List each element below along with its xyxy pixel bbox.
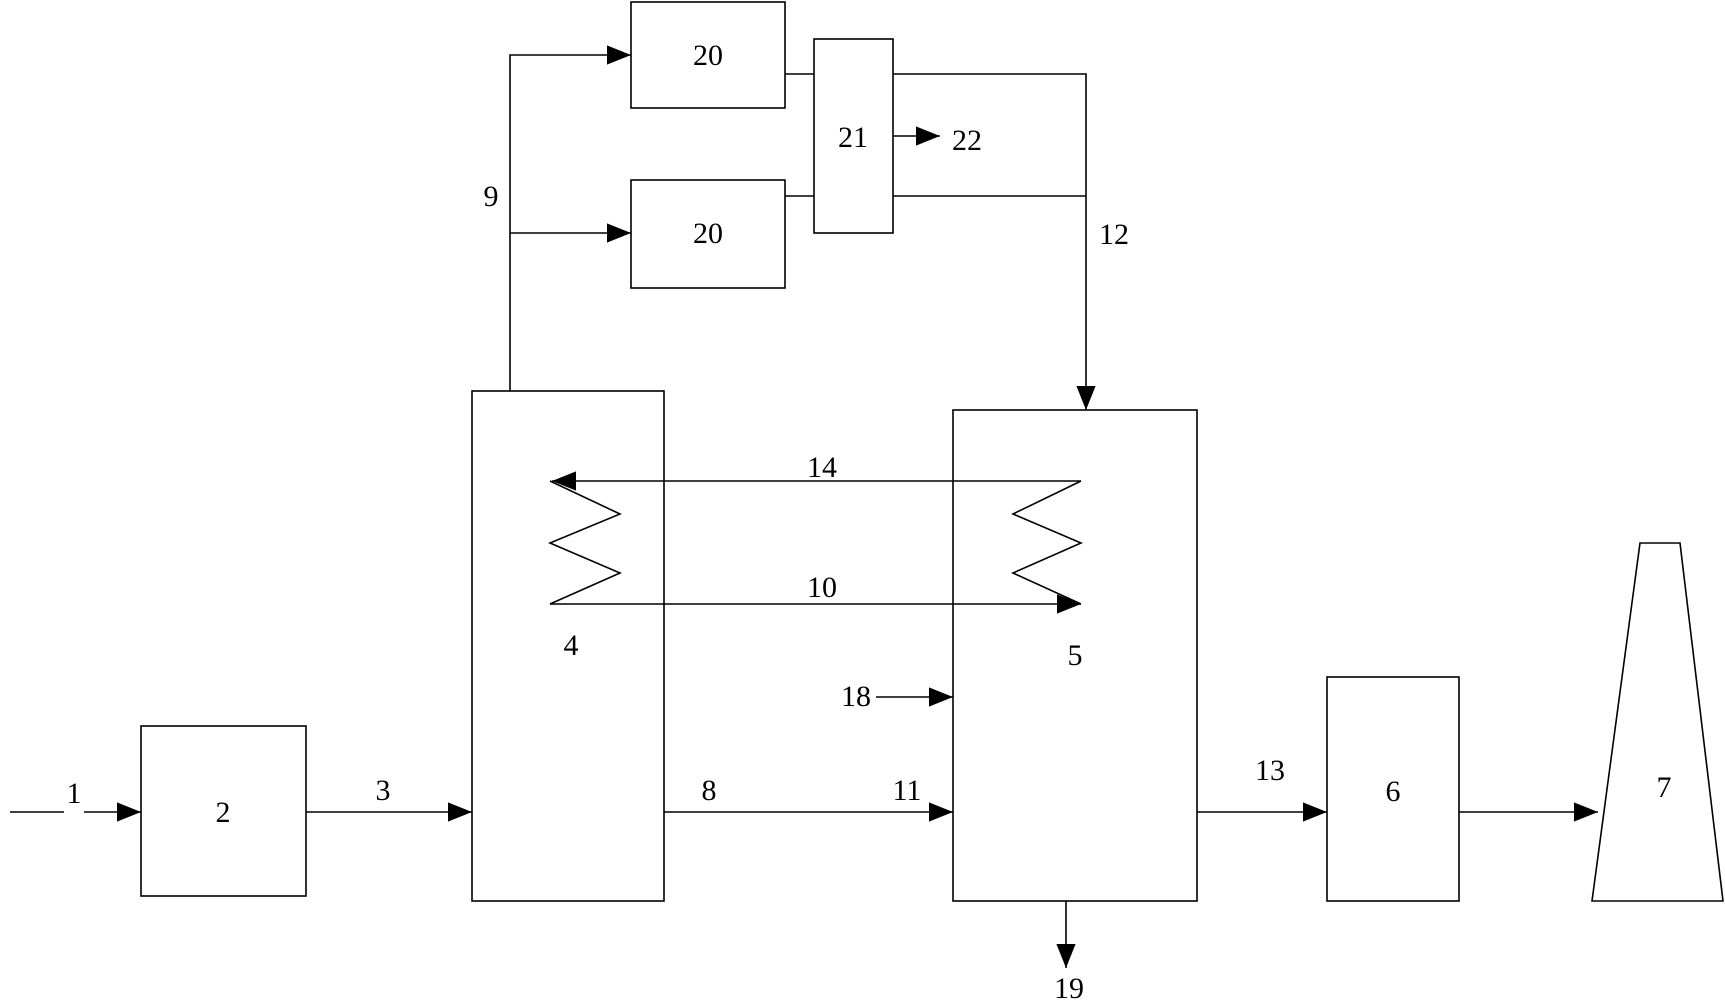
unit-21-label: 21 <box>838 121 868 154</box>
stream-13-label: 13 <box>1255 754 1285 787</box>
unit-6-label: 6 <box>1386 775 1401 808</box>
unit-20-top-label: 20 <box>693 39 723 72</box>
unit-7-label: 7 <box>1657 771 1672 804</box>
unit-5-box <box>952 409 1198 902</box>
stream-1-label: 1 <box>67 777 82 810</box>
unit-7-stack <box>1591 542 1724 902</box>
stream-11-label: 11 <box>893 774 922 807</box>
stream-12-line <box>893 73 1096 410</box>
stream-18-label: 18 <box>841 680 871 713</box>
unit-20-bottom-box <box>630 179 786 289</box>
stream-22-label: 22 <box>952 124 982 157</box>
unit-20-top-box <box>630 1 786 109</box>
stream-9-label: 9 <box>484 180 499 213</box>
unit-6-box <box>1326 676 1460 902</box>
stream-19-label: 19 <box>1054 972 1084 1005</box>
unit-21-box <box>813 38 894 234</box>
stream-8-label: 8 <box>702 774 717 807</box>
stream-12-label: 12 <box>1099 218 1129 251</box>
stream-3-label: 3 <box>376 774 391 807</box>
unit-5-label: 5 <box>1068 639 1083 672</box>
unit-4-label: 4 <box>564 629 579 662</box>
unit-20-bottom-label: 20 <box>693 217 723 250</box>
unit-2-label: 2 <box>216 796 231 829</box>
stream-9-riser <box>509 45 631 391</box>
coil-5 <box>1011 480 1084 605</box>
unit-2-box <box>140 725 307 897</box>
coil-4 <box>547 480 623 605</box>
stream-10-label: 10 <box>807 571 837 604</box>
stream-14-label: 14 <box>807 451 837 484</box>
